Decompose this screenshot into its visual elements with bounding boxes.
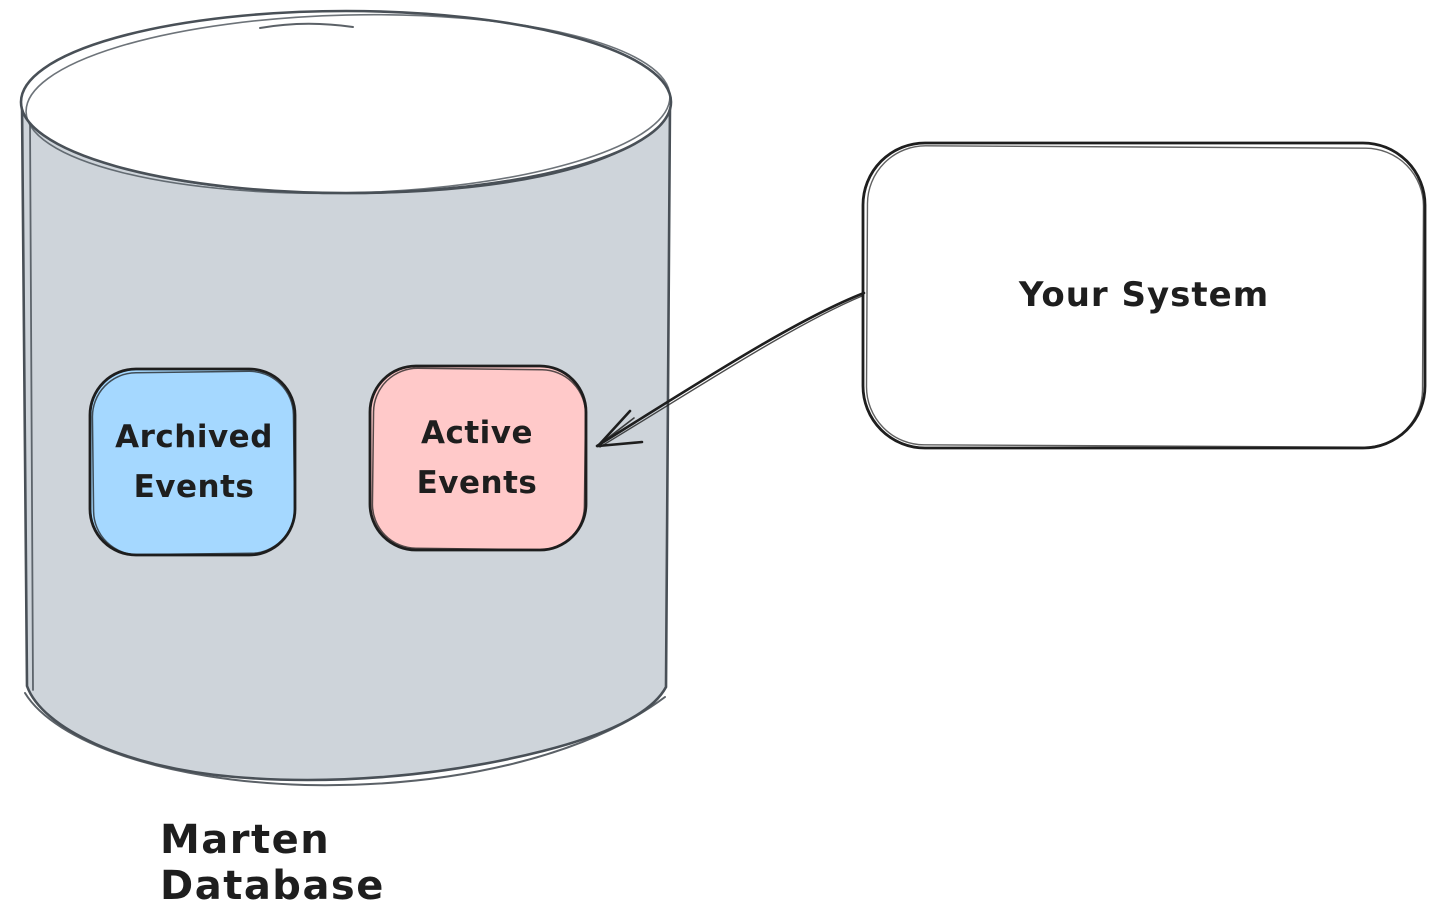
arrow-head [596, 409, 644, 448]
archived-events-rect [88, 367, 297, 557]
active-events-rect-sketch [371, 367, 587, 551]
cylinder-bottom-sketch-stroke [24, 692, 666, 787]
archived-events-rect-sketch [91, 370, 296, 556]
archived-events-box [88, 367, 297, 557]
cylinder-top-ellipse [19, 9, 673, 195]
cylinder-top-ellipse-sketch [25, 13, 671, 195]
your-system-rect [861, 141, 1427, 450]
active-events-box [368, 364, 588, 552]
arrow-system-to-active [595, 291, 866, 448]
arrow-line [595, 291, 866, 448]
active-events-rect [368, 364, 588, 552]
database-cylinder [19, 9, 673, 787]
cylinder-left-sketch-stroke [29, 119, 34, 691]
your-system-box [861, 141, 1427, 450]
your-system-rect-sketch [865, 145, 1425, 448]
arrow-head-sketch [599, 417, 635, 445]
cylinder-top-pen-overlap [259, 22, 354, 29]
arrow-line-sketch [599, 295, 863, 448]
